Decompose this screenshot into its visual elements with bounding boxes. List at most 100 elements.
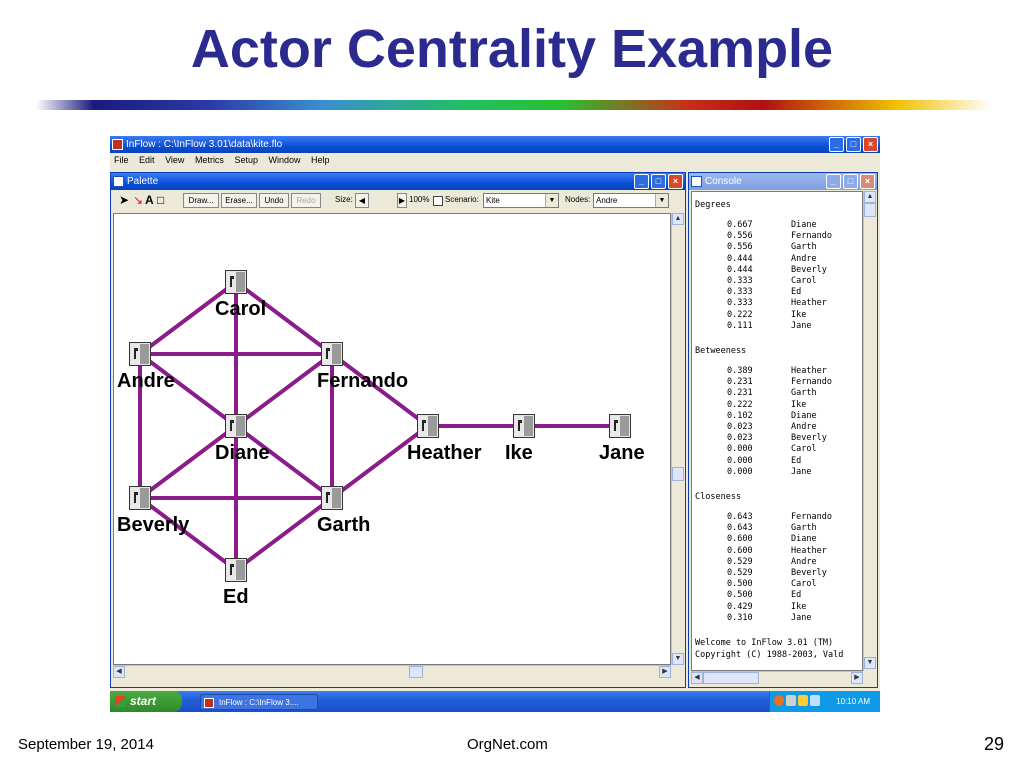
- metric-value: 0.333: [727, 287, 753, 298]
- metric-actor: Ed: [791, 455, 802, 466]
- person-node-icon[interactable]: [129, 342, 151, 366]
- metric-value: 0.429: [727, 601, 753, 612]
- person-node-icon[interactable]: [129, 486, 151, 510]
- palette-minimize-icon[interactable]: _: [634, 174, 649, 189]
- vertical-scroll-thumb[interactable]: [672, 467, 684, 481]
- edge-fernando-heather[interactable]: [330, 352, 430, 428]
- person-node-icon[interactable]: [321, 486, 343, 510]
- maximize-icon[interactable]: □: [846, 137, 861, 152]
- text-tool-icon[interactable]: A: [145, 193, 154, 207]
- tray-volume-icon[interactable]: [798, 695, 808, 706]
- metric-actor: Heather: [791, 366, 827, 376]
- scroll-up-icon[interactable]: ▲: [672, 213, 684, 225]
- menu-file[interactable]: File: [114, 155, 129, 165]
- person-node-icon[interactable]: [225, 270, 247, 294]
- metric-actor: Garth: [791, 523, 817, 534]
- pointer-tool-icon[interactable]: ➤: [119, 193, 130, 207]
- scroll-down-icon[interactable]: ▼: [672, 653, 684, 665]
- person-node-icon[interactable]: [417, 414, 439, 438]
- edge-andre-diane[interactable]: [138, 352, 238, 428]
- scenario-value: Kite: [486, 196, 500, 205]
- main-window-title: InFlow : C:\InFlow 3.01\data\kite.flo: [126, 139, 283, 150]
- edge-fernando-diane[interactable]: [234, 352, 334, 428]
- size-decrease-icon[interactable]: ◀: [355, 193, 369, 208]
- metric-value: 0.529: [727, 568, 753, 578]
- tray-network-icon[interactable]: [774, 695, 784, 706]
- undo-button[interactable]: Undo: [259, 193, 289, 208]
- menu-view[interactable]: View: [165, 155, 185, 165]
- metric-actor: Diane: [791, 534, 817, 545]
- metric-value: 0.000: [727, 444, 753, 455]
- console-vertical-scrollbar[interactable]: ▲ ▼: [863, 191, 876, 671]
- person-node-icon[interactable]: [513, 414, 535, 438]
- palette-close-icon[interactable]: ×: [668, 174, 683, 189]
- palette-maximize-icon[interactable]: □: [651, 174, 666, 189]
- start-button[interactable]: start: [110, 691, 182, 712]
- edge-carol-andre[interactable]: [138, 280, 238, 356]
- console-close-icon[interactable]: ×: [860, 174, 875, 189]
- metric-actor: Carol: [791, 444, 817, 455]
- metric-actor: Ike: [791, 309, 807, 320]
- size-increase-icon[interactable]: ▶: [397, 193, 407, 208]
- console-titlebar[interactable]: Console _ □ ×: [689, 173, 877, 190]
- scroll-right-icon[interactable]: ▶: [851, 672, 863, 684]
- scroll-right-icon[interactable]: ▶: [659, 666, 671, 678]
- metric-actor: Jane: [791, 466, 812, 477]
- palette-titlebar[interactable]: Palette _ □ ×: [111, 173, 685, 190]
- edge-beverly-ed[interactable]: [138, 496, 238, 572]
- console-section-heading: Degrees: [695, 200, 731, 210]
- scenario-checkbox[interactable]: [433, 196, 443, 206]
- menu-metrics[interactable]: Metrics: [194, 155, 224, 165]
- scroll-down-icon[interactable]: ▼: [864, 657, 876, 669]
- draw-button[interactable]: Draw...: [183, 193, 219, 208]
- tray-monitor-icon[interactable]: [810, 695, 820, 706]
- edge-diane-garth[interactable]: [234, 424, 334, 500]
- scroll-left-icon[interactable]: ◀: [113, 666, 125, 678]
- edge-diane-beverly[interactable]: [138, 424, 238, 500]
- metric-value: 0.556: [727, 242, 753, 253]
- close-icon[interactable]: ×: [863, 137, 878, 152]
- console-scroll-thumb[interactable]: [864, 203, 876, 217]
- palette-horizontal-scrollbar[interactable]: ◀ ▶: [113, 665, 671, 678]
- console-horizontal-thumb[interactable]: [703, 672, 759, 684]
- person-node-icon[interactable]: [609, 414, 631, 438]
- person-node-icon[interactable]: [225, 558, 247, 582]
- start-label: start: [130, 694, 157, 708]
- metric-value: 0.500: [727, 579, 753, 590]
- edge-carol-fernando[interactable]: [234, 280, 334, 356]
- menu-edit[interactable]: Edit: [139, 155, 155, 165]
- taskbar-clock: 10:10 AM: [836, 697, 870, 706]
- metric-value: 0.231: [727, 388, 753, 399]
- person-node-icon[interactable]: [225, 414, 247, 438]
- console-horizontal-scrollbar[interactable]: ◀ ▶: [691, 671, 863, 684]
- metric-value: 0.444: [727, 264, 753, 275]
- main-window-titlebar[interactable]: InFlow : C:\InFlow 3.01\data\kite.flo _ …: [110, 136, 880, 153]
- link-tool-icon[interactable]: ↘: [133, 193, 144, 207]
- minimize-icon[interactable]: _: [829, 137, 844, 152]
- taskbar-item-inflow[interactable]: InFlow : C:\InFlow 3....: [200, 694, 318, 710]
- redo-button[interactable]: Redo: [291, 193, 321, 208]
- edge-garth-ed[interactable]: [234, 496, 334, 572]
- person-node-icon[interactable]: [321, 342, 343, 366]
- scenario-select[interactable]: Kite ▼: [483, 193, 559, 208]
- console-minimize-icon[interactable]: _: [826, 174, 841, 189]
- metric-actor: Ike: [791, 601, 807, 612]
- menu-window[interactable]: Window: [268, 155, 301, 165]
- metric-value: 0.023: [727, 433, 753, 444]
- tray-app-icon[interactable]: [786, 695, 796, 706]
- system-tray: 10:10 AM: [769, 691, 880, 712]
- scroll-up-icon[interactable]: ▲: [864, 191, 876, 203]
- scroll-left-icon[interactable]: ◀: [691, 672, 703, 684]
- horizontal-scroll-thumb[interactable]: [409, 666, 423, 678]
- rectangle-tool-icon[interactable]: □: [157, 193, 165, 207]
- edge-garth-heather[interactable]: [330, 424, 430, 500]
- palette-vertical-scrollbar[interactable]: ▲ ▼: [671, 213, 684, 665]
- nodes-select[interactable]: Andre ▼: [593, 193, 669, 208]
- menu-setup[interactable]: Setup: [234, 155, 258, 165]
- menu-help[interactable]: Help: [311, 155, 330, 165]
- metric-actor: Beverly: [791, 433, 827, 444]
- metric-actor: Carol: [791, 579, 817, 590]
- console-maximize-icon[interactable]: □: [843, 174, 858, 189]
- erase-button[interactable]: Erase...: [221, 193, 257, 208]
